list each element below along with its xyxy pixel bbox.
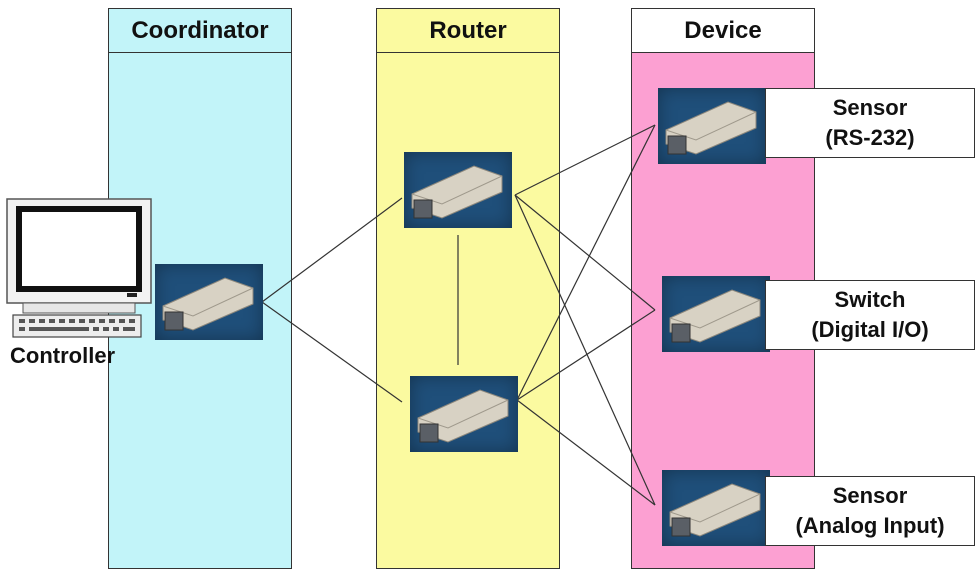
link-router1-device2 [514, 194, 656, 311]
device-label-line2: (Digital I/O) [811, 317, 929, 342]
device2-module-icon [662, 276, 770, 352]
router2-module-icon [410, 376, 518, 452]
device-label-sensor-analog-input: Sensor (Analog Input) [765, 476, 975, 546]
link-router2-device2 [516, 309, 656, 401]
computer-icon [6, 198, 152, 338]
device-label-switch-digital-io: Switch (Digital I/O) [765, 280, 975, 350]
device-label-line2: (RS-232) [825, 125, 915, 150]
device-label-line1: Sensor [832, 483, 908, 508]
device1-module-icon [658, 88, 766, 164]
link-coordinator-router2 [261, 301, 403, 403]
device-label-line2: (Analog Input) [795, 513, 945, 538]
router-header: Router [377, 9, 559, 53]
link-coordinator-router1 [261, 197, 403, 303]
link-router2-device1 [516, 124, 656, 401]
device-label-line1: Sensor [832, 95, 908, 120]
link-router1-device1 [514, 124, 656, 196]
controller-label: Controller [10, 343, 116, 368]
link-router2-device3 [516, 399, 656, 506]
router1-module-icon [404, 152, 512, 228]
device-label-line1: Switch [834, 287, 906, 312]
coordinator-header: Coordinator [109, 9, 291, 53]
device3-module-icon [662, 470, 770, 546]
link-router1-device3 [514, 194, 656, 506]
router-column: Router [376, 8, 560, 569]
device-label-sensor-rs232: Sensor (RS-232) [765, 88, 975, 158]
coordinator-module-icon [155, 264, 263, 340]
device-header: Device [632, 9, 814, 53]
